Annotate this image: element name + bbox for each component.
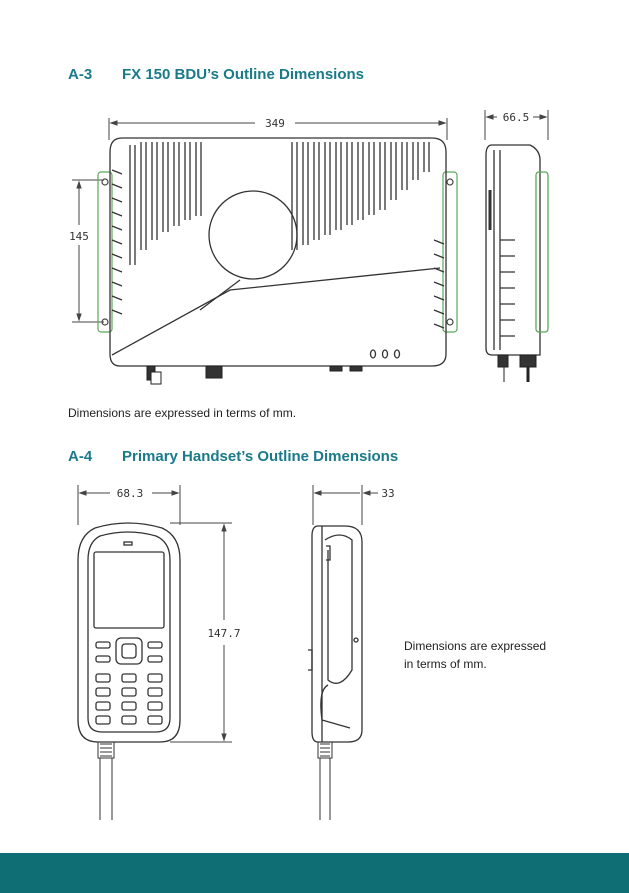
- section-a3-number: A-3: [68, 66, 93, 83]
- section-a3-heading: A-3 FX 150 BDU’s Outline Dimensions: [68, 66, 388, 86]
- bdu-side-view: [485, 144, 549, 356]
- section-a4-caption-line2: in terms of mm.: [404, 657, 487, 671]
- handset-outline-drawing: 68.3 147.7: [77, 485, 395, 820]
- mounting-bracket-right: [442, 171, 458, 333]
- section-a4-caption-line1: Dimensions are expressed: [404, 639, 547, 653]
- handset-front-view: [77, 522, 181, 743]
- handset-side-view: [308, 525, 363, 743]
- handset-width-label: 68.3: [117, 487, 144, 500]
- handset-depth-label: 33: [381, 487, 394, 500]
- section-a4-title: Primary Handset’s Outline Dimensions: [122, 448, 399, 465]
- handset-height-label: 147.7: [207, 627, 240, 640]
- section-a3-title: FX 150 BDU’s Outline Dimensions: [122, 66, 364, 83]
- section-a3-caption: Dimensions are expressed in terms of mm.: [68, 406, 297, 420]
- bdu-depth-label: 66.5: [503, 111, 530, 124]
- mounting-bracket-left: [97, 171, 113, 333]
- section-a4-heading: A-4 Primary Handset’s Outline Dimensions: [68, 448, 428, 468]
- page-footer-band: [0, 853, 629, 893]
- bdu-side-connectors: [497, 354, 537, 382]
- bdu-height-label: 145: [69, 230, 89, 243]
- handset-cable-front: [97, 741, 115, 820]
- handset-cable-side: [317, 741, 333, 820]
- section-a4-number: A-4: [68, 448, 93, 465]
- bdu-outline-drawing: 349 145: [69, 110, 549, 385]
- section-a4-caption: Dimensions are expressed in terms of mm.: [404, 637, 546, 673]
- bdu-connectors: [146, 365, 363, 385]
- bdu-width-label: 349: [265, 117, 285, 130]
- bdu-front-view: [109, 137, 447, 367]
